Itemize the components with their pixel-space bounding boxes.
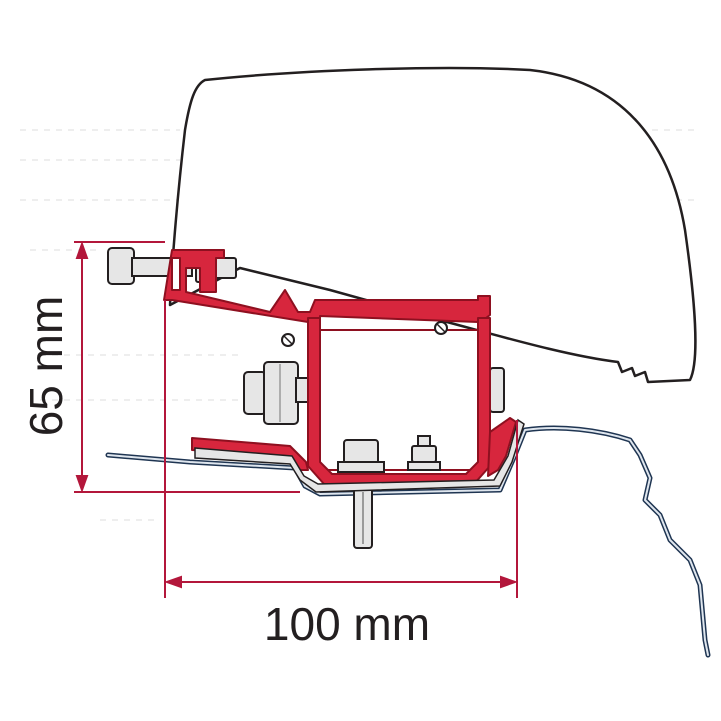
base-plate <box>194 418 525 493</box>
height-dimension-label: 65 mm <box>20 296 72 437</box>
bottom-stud <box>353 487 373 549</box>
width-dimension-label: 100 mm <box>264 598 430 650</box>
inner-fasteners <box>337 435 441 473</box>
dimension-lines <box>74 241 518 598</box>
awning-cassette <box>168 66 697 384</box>
vehicle-roof-profile <box>105 425 711 658</box>
mounting-bracket <box>163 249 517 485</box>
